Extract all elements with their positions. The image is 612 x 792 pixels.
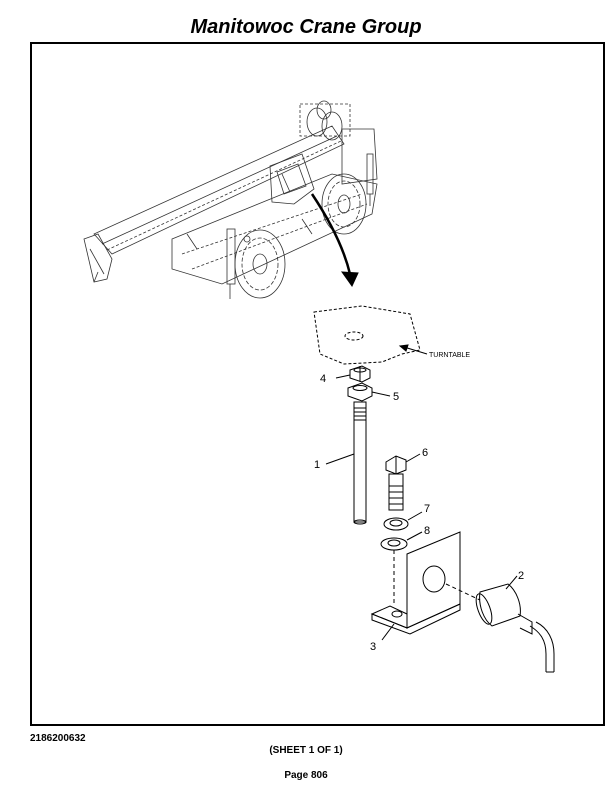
callout-4: 4 <box>320 373 326 385</box>
callout-3: 3 <box>370 641 376 653</box>
part-6-bolt <box>385 455 407 511</box>
part-7-lockwasher <box>383 517 409 531</box>
part-1-rod <box>353 401 367 525</box>
callout-4-leader <box>335 374 351 379</box>
callout-1-leader <box>325 453 355 465</box>
callout-7-leader <box>407 511 423 521</box>
part-3-bracket <box>370 531 461 635</box>
diagram-frame: TURNTABLE 4 5 1 <box>30 42 605 726</box>
callout-2: 2 <box>518 570 524 582</box>
part-2-proximity-switch <box>475 583 555 673</box>
turntable-plate <box>313 305 421 365</box>
turntable-arrowhead <box>398 344 409 352</box>
crane-illustration <box>83 100 378 299</box>
callout-5: 5 <box>393 391 399 403</box>
callout-5-leader <box>371 391 391 397</box>
callout-8: 8 <box>424 525 430 537</box>
pointer-arrow <box>310 193 359 287</box>
document-number: 2186200632 <box>30 733 86 744</box>
callout-3-leader <box>381 623 395 641</box>
page-number: Page 806 <box>284 770 328 781</box>
tire-rear <box>321 173 367 235</box>
turntable-leader <box>403 346 428 355</box>
callout-2-leader <box>505 575 518 590</box>
callout-1: 1 <box>314 459 320 471</box>
part-5-nut <box>347 382 373 402</box>
tire-front <box>234 229 286 299</box>
part-8-washer <box>380 537 408 551</box>
callout-7: 7 <box>424 503 430 515</box>
turntable-label: TURNTABLE <box>429 352 470 359</box>
part-4-nut <box>349 365 371 383</box>
callout-6-leader <box>405 453 421 463</box>
callout-6: 6 <box>422 447 428 459</box>
parts-diagram: TURNTABLE 4 5 1 <box>83 100 555 673</box>
sheet-indicator: (SHEET 1 OF 1) <box>269 745 343 756</box>
callout-8-leader <box>406 531 423 541</box>
sensor-centerline <box>445 583 481 601</box>
page-title: Manitowoc Crane Group <box>190 16 422 38</box>
